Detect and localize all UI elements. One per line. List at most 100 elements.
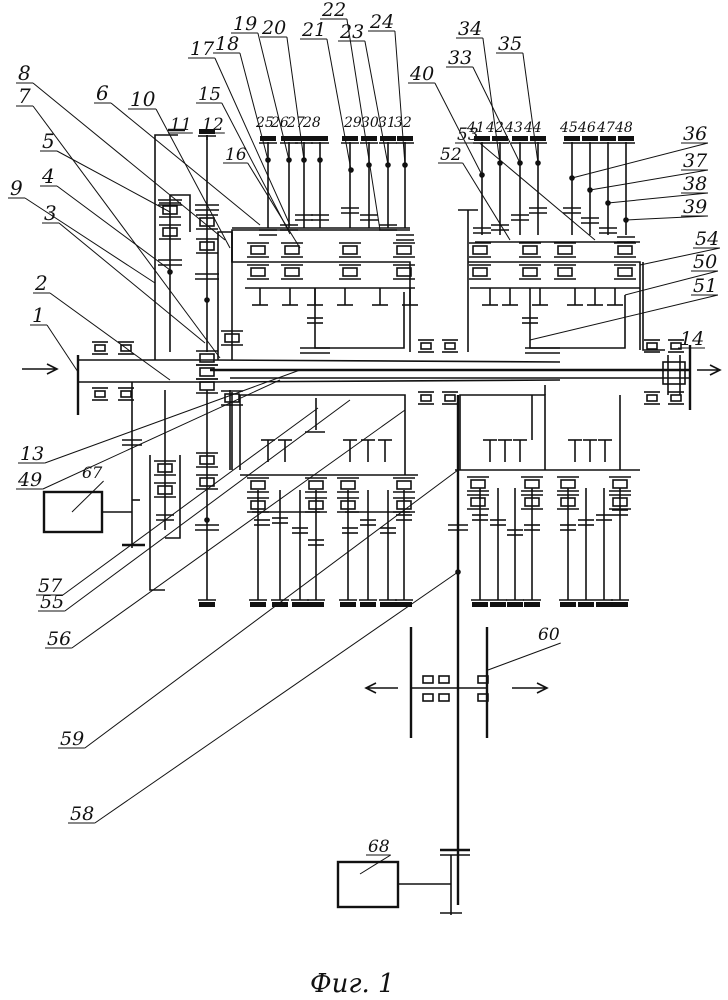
bearing-icon: [524, 479, 540, 489]
ref-label-40: 40: [409, 63, 434, 85]
ref-label-24: 24: [369, 11, 394, 33]
bearing-icon: [250, 245, 266, 255]
output-flange: [260, 136, 276, 141]
output-flange: [312, 136, 328, 141]
ref-label-30: 30: [361, 115, 379, 131]
bearing-icon: [646, 342, 658, 350]
leader-line-56: [71, 409, 406, 649]
leader-line-8: [32, 82, 226, 241]
ref-label-11: 11: [170, 115, 192, 135]
leader-line-16: [247, 162, 301, 249]
bearing-icon: [199, 381, 215, 391]
leader-line-17: [214, 57, 291, 226]
bearing-icon: [670, 342, 682, 350]
output-flange: [199, 602, 215, 607]
output-flange: [360, 602, 376, 607]
ref-label-28: 28: [302, 115, 321, 131]
housing-line: [468, 261, 641, 350]
leader-line-49: [42, 379, 281, 490]
bearing-icon: [522, 267, 538, 277]
bearing-icon: [444, 342, 456, 350]
output-flange: [582, 136, 598, 141]
bearing-icon: [444, 394, 456, 402]
ref-label-35: 35: [498, 33, 522, 55]
leader-line-60: [487, 642, 561, 671]
leader-line-2: [49, 292, 171, 381]
leader-lines: [24, 18, 721, 875]
ref-label-50: 50: [693, 251, 717, 273]
bearing-icon: [120, 390, 132, 398]
bearing-icon: [250, 500, 266, 510]
bearing-icon: [157, 485, 173, 495]
bearing-icon: [340, 500, 356, 510]
output-flange: [250, 602, 266, 607]
bearing-icon: [617, 267, 633, 277]
output-flange: [272, 602, 288, 607]
ref-label-10: 10: [130, 87, 156, 111]
ref-label-9: 9: [10, 176, 23, 200]
bearing-icon: [612, 479, 628, 489]
joint-dot: [204, 517, 210, 523]
bearing-icon: [522, 245, 538, 255]
housing-line: [231, 232, 411, 352]
ref-label-22: 22: [321, 0, 346, 21]
bearing-icon: [94, 344, 106, 352]
bearing-icon: [396, 480, 412, 490]
left-arrow-icon: [364, 682, 398, 694]
leader-line-9: [24, 197, 156, 284]
ref-label-38: 38: [683, 173, 707, 195]
output-flange: [342, 136, 358, 141]
ref-label-21: 21: [301, 19, 326, 41]
ref-label-36: 36: [683, 123, 707, 145]
ref-label-43: 43: [504, 120, 523, 136]
ref-label-49: 49: [17, 469, 42, 491]
ref-label-18: 18: [215, 33, 239, 55]
ref-label-58: 58: [70, 803, 94, 825]
ref-label-19: 19: [233, 13, 257, 35]
leader-line-58: [94, 571, 459, 824]
ref-label-67: 67: [82, 463, 103, 482]
housing-line: [314, 288, 405, 349]
housing-line: [642, 262, 665, 351]
ref-label-12: 12: [202, 115, 224, 135]
mechanism-drawing: [22, 128, 722, 915]
output-flange: [361, 136, 377, 141]
leader-line-34: [482, 37, 501, 164]
ref-label-13: 13: [20, 443, 44, 465]
housing-line: [239, 394, 406, 475]
housing-line: [149, 455, 165, 591]
ref-label-56: 56: [47, 628, 71, 650]
ref-label-54: 54: [695, 228, 719, 250]
leader-line-21: [326, 38, 352, 171]
motor-67-box: [42, 490, 104, 534]
bearing-icon: [557, 267, 573, 277]
ref-label-68: 68: [368, 837, 390, 857]
bearing-icon: [470, 479, 486, 489]
output-flange: [524, 602, 540, 607]
ref-label-29: 29: [343, 115, 362, 131]
housing-line: [217, 231, 233, 360]
leader-line-1: [46, 324, 79, 373]
bearing-icon: [420, 342, 432, 350]
ref-label-44: 44: [523, 120, 542, 136]
bearing-icon: [120, 344, 132, 352]
output-flange: [560, 602, 576, 607]
bearing-icon: [162, 205, 178, 215]
leader-line-33: [472, 66, 521, 164]
leader-line-55: [64, 399, 351, 612]
output-flange: [492, 136, 508, 141]
leader-line-38: [607, 192, 708, 204]
leader-line-18: [239, 52, 269, 161]
output-flange: [512, 136, 528, 141]
ref-label-31: 31: [378, 115, 396, 131]
output-flange: [507, 602, 523, 607]
leader-line-23: [364, 40, 389, 166]
bearing-icon: [477, 693, 489, 702]
housing-line: [154, 134, 178, 360]
bearing-icon: [396, 245, 412, 255]
ref-label-27: 27: [286, 115, 305, 131]
output-flange: [600, 136, 616, 141]
ref-label-14: 14: [680, 328, 704, 350]
bearing-icon: [162, 227, 178, 237]
